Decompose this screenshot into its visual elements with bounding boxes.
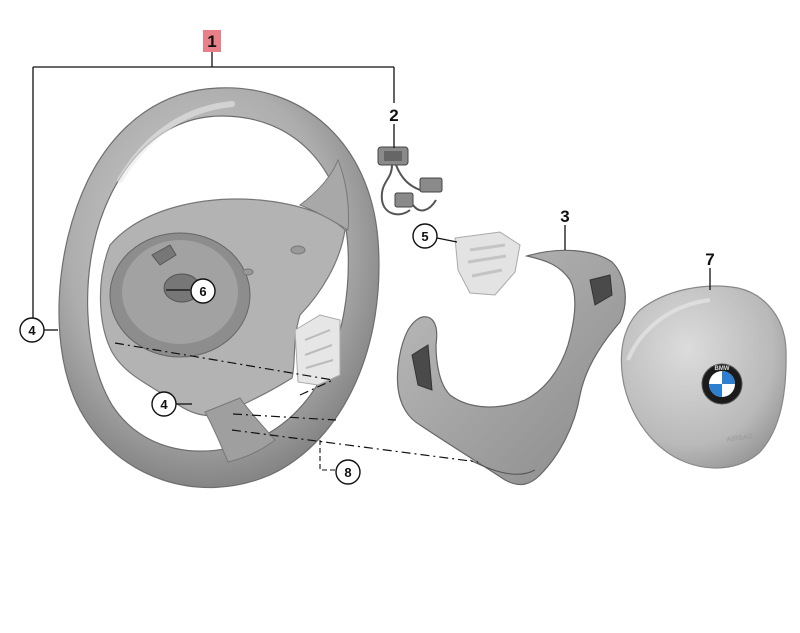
trim-cover-body xyxy=(396,249,626,486)
callout-3-label: 3 xyxy=(560,207,569,226)
multifunction-switch-loose xyxy=(454,231,521,296)
callout-8: 8 xyxy=(335,459,361,485)
callout-7-label: 7 xyxy=(705,250,714,269)
callout-6: 6 xyxy=(190,278,216,304)
steering-wheel-right-spoke xyxy=(298,158,349,231)
trim-cover-left-window xyxy=(411,344,433,391)
driver-airbag-module: BMW AIRBAG xyxy=(620,285,787,469)
steering-wheel xyxy=(58,87,380,488)
steering-wheel-connector-tab xyxy=(151,244,177,266)
callout-4b: 4 xyxy=(151,391,177,417)
callout-4a: 4 xyxy=(19,317,45,343)
callout-1: 1 xyxy=(203,30,221,52)
steering-wheel-trim-cover xyxy=(396,249,626,486)
bmw-logo-text: BMW xyxy=(715,366,730,372)
callout-2-label: 2 xyxy=(389,106,398,125)
callout-4a-label: 4 xyxy=(28,323,36,338)
callout-1-highlight xyxy=(203,30,221,52)
bmw-logo-icon: BMW xyxy=(701,363,743,405)
callout-8-label: 8 xyxy=(344,465,351,480)
callout-4b-label: 4 xyxy=(160,397,168,412)
steering-wheel-lower-spoke xyxy=(204,397,276,463)
callout-1-label: 1 xyxy=(207,32,216,51)
mount-hole-right xyxy=(290,245,306,255)
airbag-emboss-text: AIRBAG xyxy=(726,433,753,444)
wiring-harness xyxy=(377,146,443,216)
leader-lines xyxy=(32,52,711,471)
trim-cover-right-window xyxy=(589,274,613,306)
multifunction-switch-mounted xyxy=(294,314,341,386)
callout-5-label: 5 xyxy=(421,229,428,244)
mount-hole-left xyxy=(242,268,254,276)
callout-6-label: 6 xyxy=(199,284,206,299)
callout-5: 5 xyxy=(412,223,438,249)
